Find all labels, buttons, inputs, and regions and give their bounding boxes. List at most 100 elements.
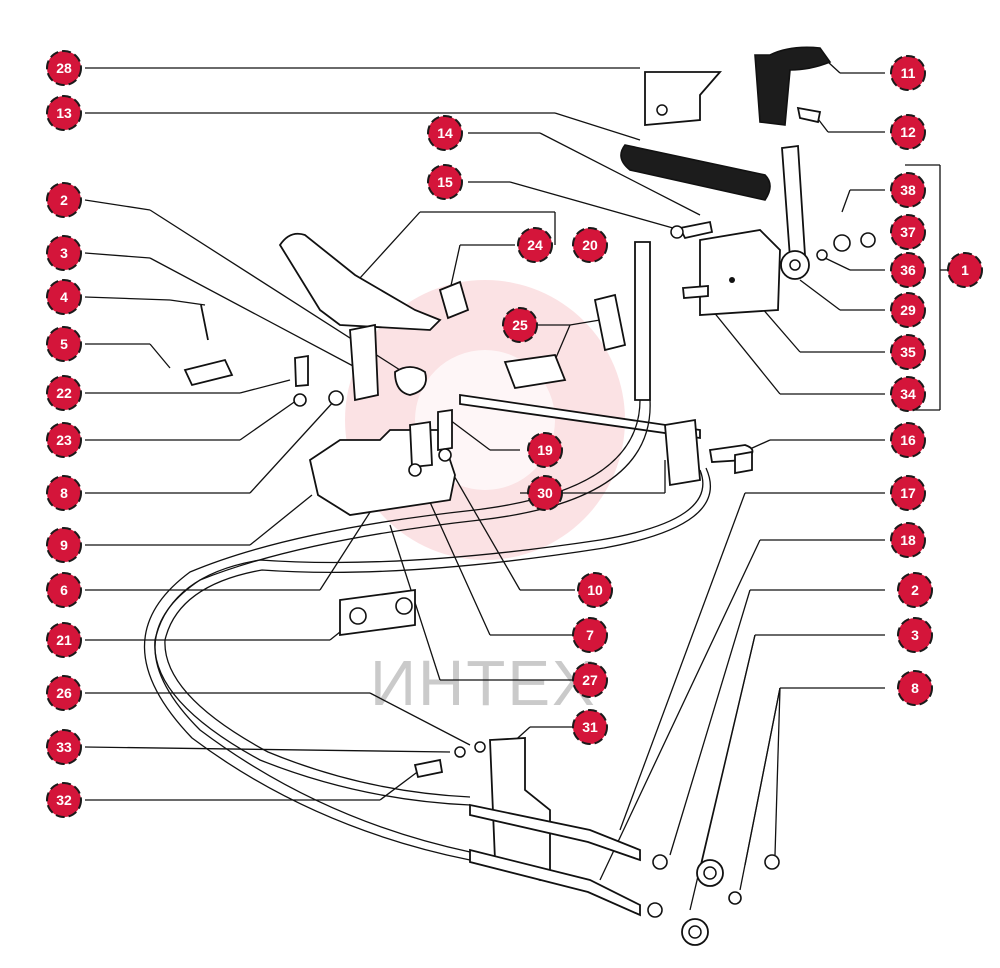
callout-23: 23 (46, 422, 82, 458)
parts (183, 46, 876, 946)
callout-circle (427, 115, 463, 151)
callout-circle (890, 475, 926, 511)
callout-circle (890, 55, 926, 91)
callout-circle (897, 572, 933, 608)
callout-18: 18 (890, 522, 926, 558)
callout-label: 33 (56, 739, 72, 755)
callout-label: 20 (582, 237, 598, 253)
callout-26: 26 (46, 675, 82, 711)
callout-11: 11 (890, 55, 926, 91)
callout-circle (46, 422, 82, 458)
callout-label: 16 (900, 432, 916, 448)
watermark-text: ИНТЕХ (370, 647, 597, 719)
callout-circle (890, 172, 926, 208)
callout-17: 17 (890, 475, 926, 511)
callout-label: 24 (527, 237, 543, 253)
callout-circle (502, 307, 538, 343)
callout-35: 35 (890, 334, 926, 370)
callout-25: 25 (502, 307, 538, 343)
callout-circle (46, 527, 82, 563)
callout-label: 35 (900, 344, 916, 360)
callout-circle (46, 475, 82, 511)
callout-label: 5 (60, 336, 68, 352)
callout-circle (46, 622, 82, 658)
callout-circle (46, 279, 82, 315)
callout-8: 8 (46, 475, 82, 511)
callout-label: 3 (60, 245, 68, 261)
callout-label: 7 (586, 627, 594, 643)
callout-33: 33 (46, 729, 82, 765)
callout-13: 13 (46, 95, 82, 131)
callout-circle (890, 214, 926, 250)
callout-label: 21 (56, 632, 72, 648)
leader-lines (84, 61, 950, 911)
callout-circle (572, 617, 608, 653)
callout-label: 8 (60, 485, 68, 501)
callout-label: 17 (900, 485, 916, 501)
callout-circle (572, 709, 608, 745)
callout-2: 2 (46, 182, 82, 218)
callout-circle (46, 729, 82, 765)
callout-5: 5 (46, 326, 82, 362)
callout-circle (527, 432, 563, 468)
callout-34: 34 (890, 376, 926, 412)
callout-8: 8 (897, 670, 933, 706)
callout-31: 31 (572, 709, 608, 745)
callout-circle (890, 422, 926, 458)
callout-22: 22 (46, 375, 82, 411)
callout-circle (46, 675, 82, 711)
callout-label: 15 (437, 174, 453, 190)
callout-circle (890, 522, 926, 558)
callout-circle (577, 572, 613, 608)
callout-circle (46, 375, 82, 411)
callout-12: 12 (890, 114, 926, 150)
callout-32: 32 (46, 782, 82, 818)
callout-label: 22 (56, 385, 72, 401)
callout-15: 15 (427, 164, 463, 200)
callout-circle (46, 235, 82, 271)
callout-label: 34 (900, 386, 916, 402)
callout-3: 3 (897, 617, 933, 653)
callout-29: 29 (890, 292, 926, 328)
callout-circle (572, 662, 608, 698)
callout-circle (46, 50, 82, 86)
callout-6: 6 (46, 572, 82, 608)
callout-circle (897, 670, 933, 706)
callout-label: 25 (512, 317, 528, 333)
callout-label: 9 (60, 537, 68, 553)
callout-circle (427, 164, 463, 200)
callout-circle (46, 95, 82, 131)
callout-circle (890, 114, 926, 150)
callout-circle (890, 292, 926, 328)
callout-label: 27 (582, 672, 598, 688)
callout-label: 19 (537, 442, 553, 458)
callout-label: 38 (900, 182, 916, 198)
callout-38: 38 (890, 172, 926, 208)
callout-label: 4 (60, 289, 68, 305)
callout-1: 1 (947, 252, 983, 288)
callout-label: 23 (56, 432, 72, 448)
callout-label: 18 (900, 532, 916, 548)
callout-label: 29 (900, 302, 916, 318)
callout-21: 21 (46, 622, 82, 658)
callout-label: 6 (60, 582, 68, 598)
callout-label: 28 (56, 60, 72, 76)
callout-circle (46, 572, 82, 608)
callout-label: 26 (56, 685, 72, 701)
callout-circle (527, 475, 563, 511)
callout-2: 2 (897, 572, 933, 608)
callout-circle (947, 252, 983, 288)
callout-label: 1 (961, 262, 969, 278)
callout-label: 37 (900, 224, 916, 240)
callout-label: 13 (56, 105, 72, 121)
callout-circle (572, 227, 608, 263)
callout-3: 3 (46, 235, 82, 271)
callout-16: 16 (890, 422, 926, 458)
callout-36: 36 (890, 252, 926, 288)
callout-9: 9 (46, 527, 82, 563)
callout-circle (46, 782, 82, 818)
callout-37: 37 (890, 214, 926, 250)
callout-4: 4 (46, 279, 82, 315)
callout-label: 14 (437, 125, 453, 141)
